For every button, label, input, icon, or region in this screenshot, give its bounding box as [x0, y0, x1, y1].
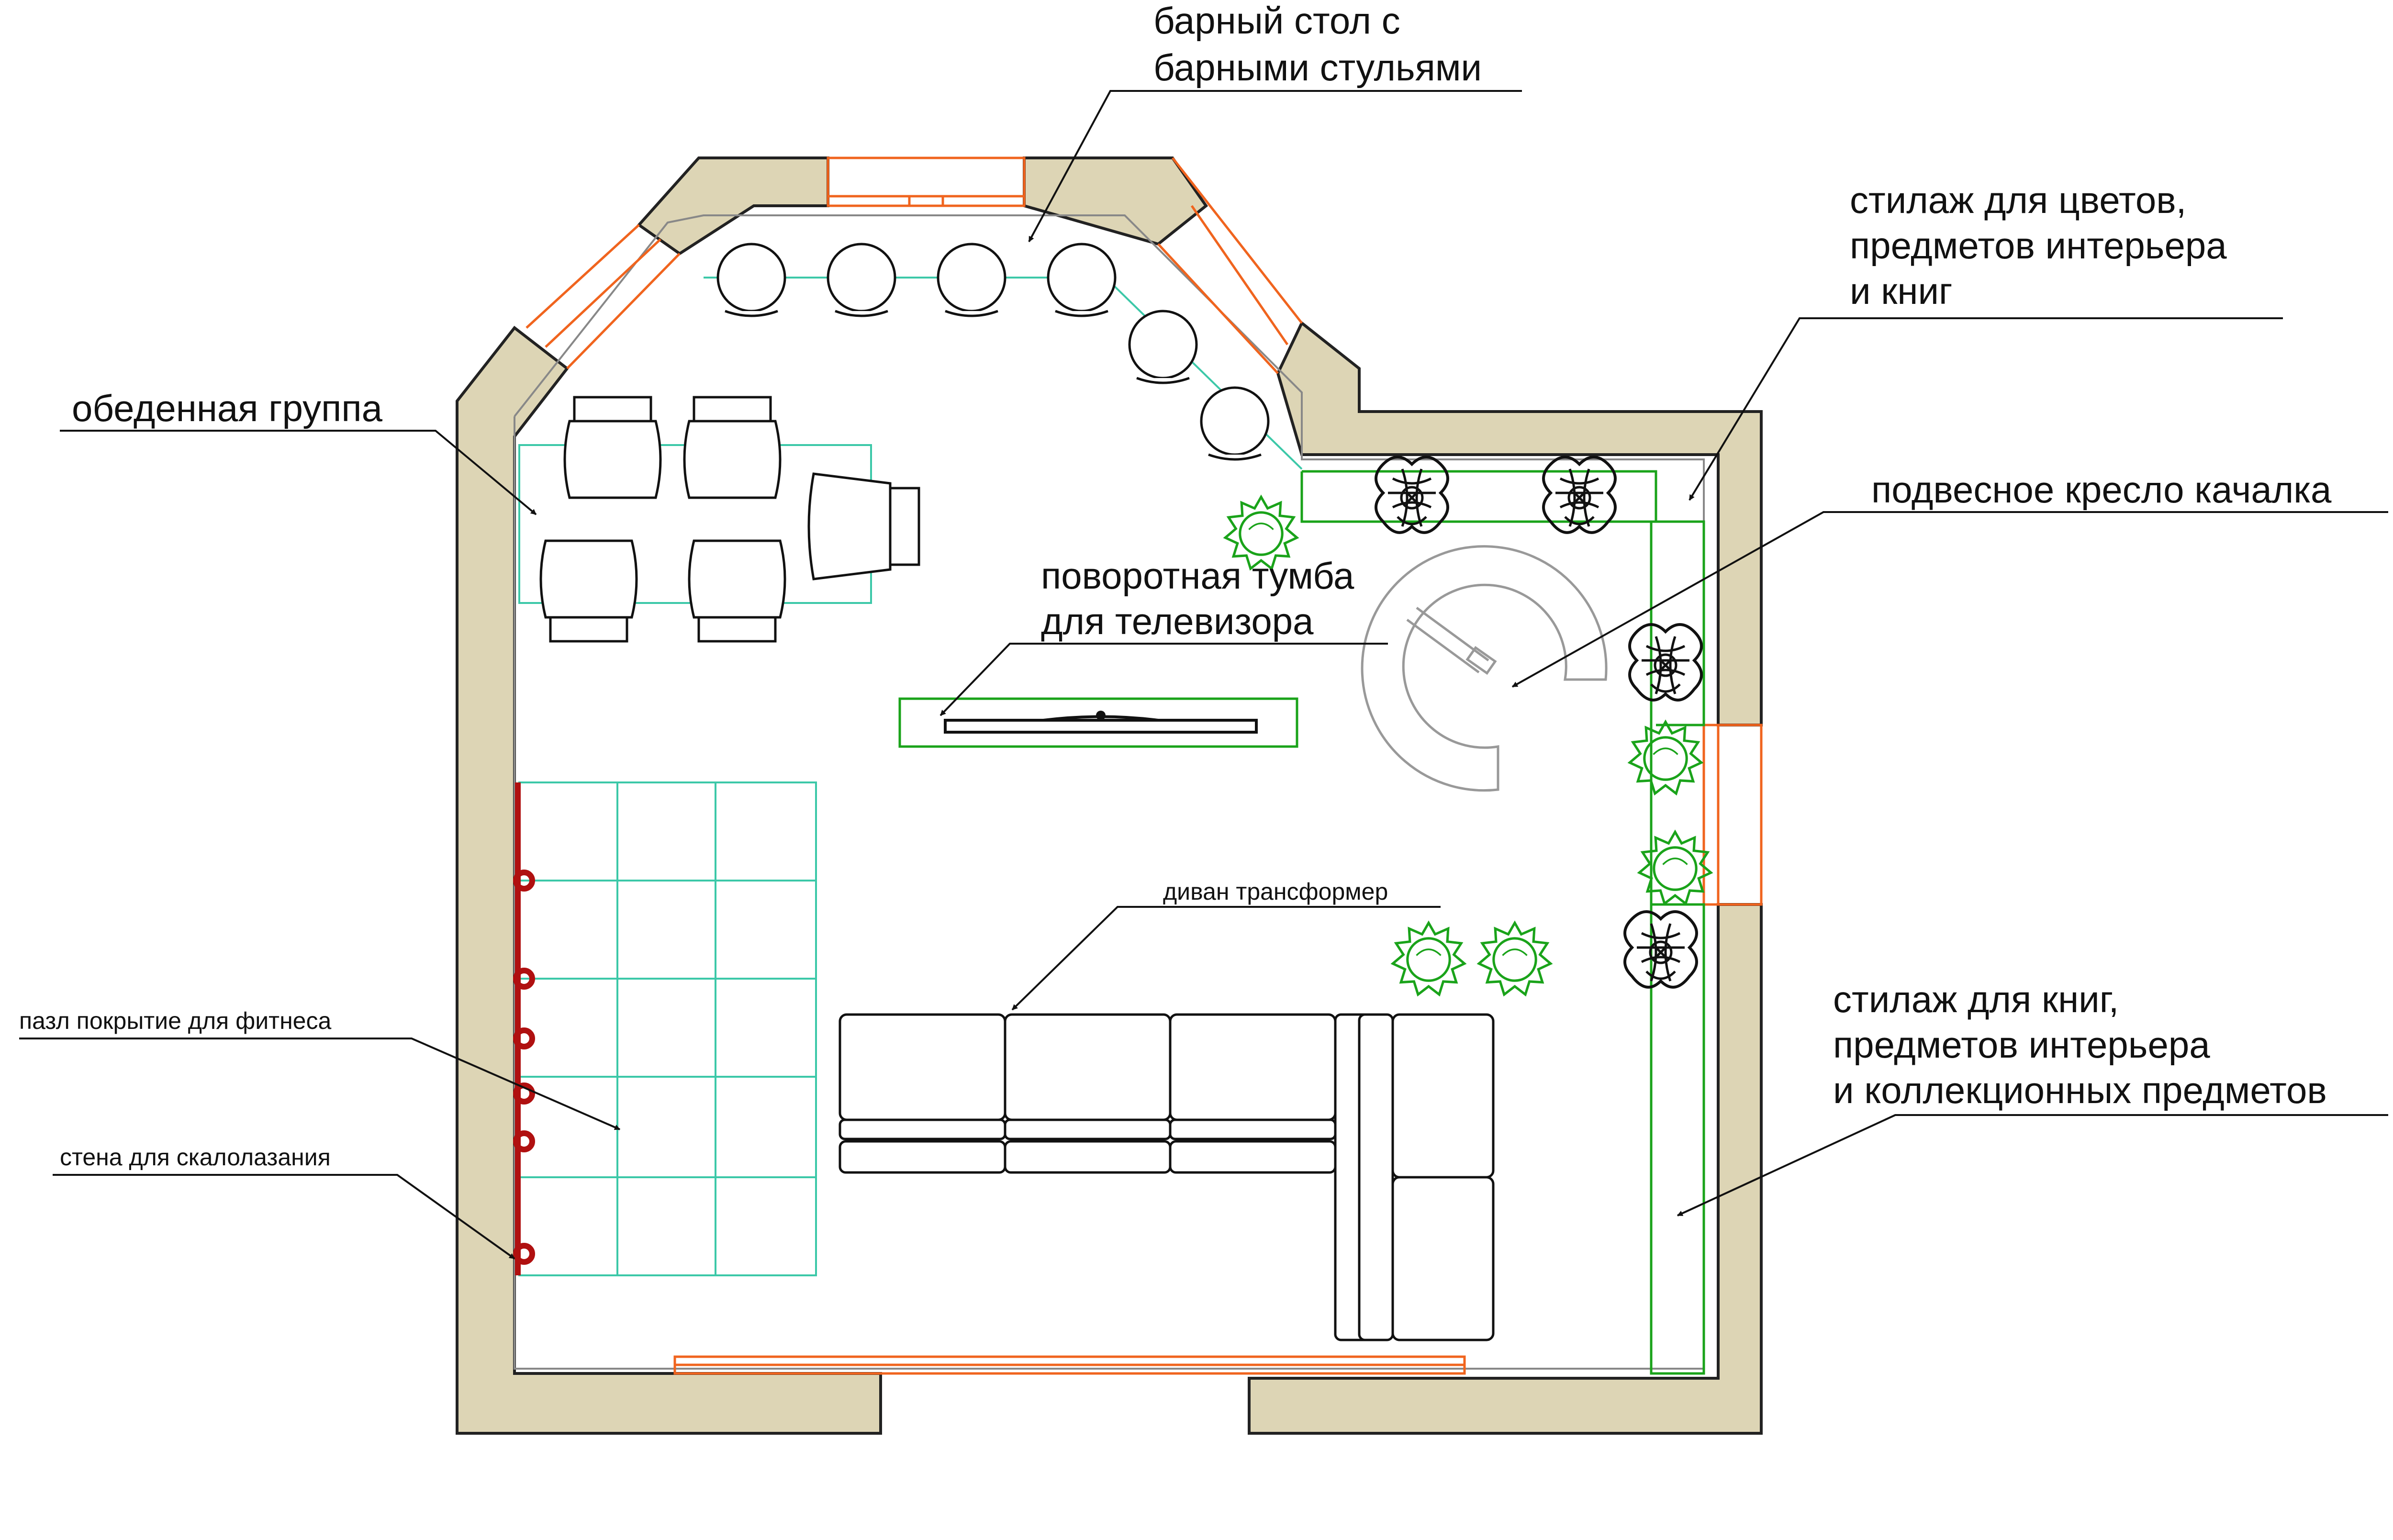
leader-shelf-flowers	[1689, 317, 2283, 501]
fitness-mat	[518, 781, 817, 1276]
plant-icon	[1393, 923, 1465, 995]
leader-bar-table	[1028, 90, 1522, 243]
bar-stool	[827, 243, 896, 317]
label-bar-table-2: барными стульями	[1153, 46, 1482, 89]
hanging-chair	[1361, 545, 1608, 792]
tv-stand	[898, 697, 1298, 748]
leader-dining	[60, 430, 537, 515]
window-top-right	[1172, 157, 1303, 324]
label-shelf-flowers-2: предметов интерьера	[1850, 224, 2227, 267]
leader-shelf-books	[1677, 1114, 2388, 1216]
bar-stool	[1200, 386, 1270, 461]
inner-wall-outline	[514, 214, 1705, 1370]
windows	[526, 156, 1763, 1375]
wall-left	[456, 325, 882, 1435]
wall-top-left-corner	[637, 156, 829, 256]
dining-chair	[563, 396, 662, 499]
leader-lines	[19, 90, 2388, 1260]
bar-stool	[937, 243, 1006, 317]
label-bar-table-1: барный стол с	[1153, 0, 1400, 42]
walls	[456, 156, 1763, 1435]
bar-stool	[1128, 310, 1198, 384]
leader-fitness	[19, 1038, 621, 1130]
label-fitness-mat: пазл покрытие для фитнеса	[19, 1007, 331, 1034]
labels: барный стол с барными стульями стилаж дл…	[19, 0, 2332, 1171]
bar-stool	[1047, 243, 1117, 317]
label-shelf-books-3: и коллекционных предметов	[1833, 1069, 2327, 1111]
shelf-right-upper	[1656, 520, 1705, 726]
label-dining-group: обеденная группа	[72, 387, 383, 429]
plant-icon	[1630, 722, 1701, 794]
flower-icon	[1630, 625, 1701, 700]
climbing-wall	[513, 782, 535, 1275]
flower-icon	[1625, 912, 1697, 987]
leader-climbing	[53, 1174, 515, 1260]
dining-chair	[683, 396, 782, 499]
label-shelf-books-2: предметов интерьера	[1833, 1024, 2210, 1066]
leader-hanging-chair	[1511, 511, 2388, 688]
shelves	[1300, 470, 1705, 1375]
dining-chair	[539, 539, 638, 643]
label-hanging-chair: подвесное кресло качалка	[1871, 469, 2332, 511]
label-tv-stand-1: поворотная тумба	[1041, 555, 1354, 597]
bar-stools	[716, 243, 1270, 461]
shelf-books	[1650, 903, 1705, 1375]
label-shelf-flowers-1: стилаж для цветов,	[1850, 179, 2186, 221]
window-top-left	[526, 224, 640, 329]
leader-tv	[939, 643, 1388, 716]
label-sofa: диван трансформер	[1163, 878, 1388, 905]
label-shelf-books-1: стилаж для книг,	[1833, 978, 2119, 1020]
shelf-flowers	[1300, 470, 1657, 523]
label-climbing-wall: стена для скалолазания	[60, 1144, 331, 1171]
dining-chairs	[539, 396, 920, 643]
bar-stool	[716, 243, 786, 317]
label-shelf-flowers-3: и книг	[1850, 270, 1952, 312]
label-tv-stand-2: для телевизора	[1041, 600, 1314, 642]
dining-armchair	[807, 472, 920, 580]
window-top	[827, 156, 1026, 207]
tv	[944, 719, 1258, 734]
sofa	[839, 1013, 1495, 1341]
window-right	[1702, 724, 1763, 906]
dining-chair	[688, 539, 786, 643]
plant-icon	[1479, 923, 1551, 995]
wall-right-upper	[1276, 321, 1763, 726]
leader-sofa	[1011, 906, 1441, 1011]
